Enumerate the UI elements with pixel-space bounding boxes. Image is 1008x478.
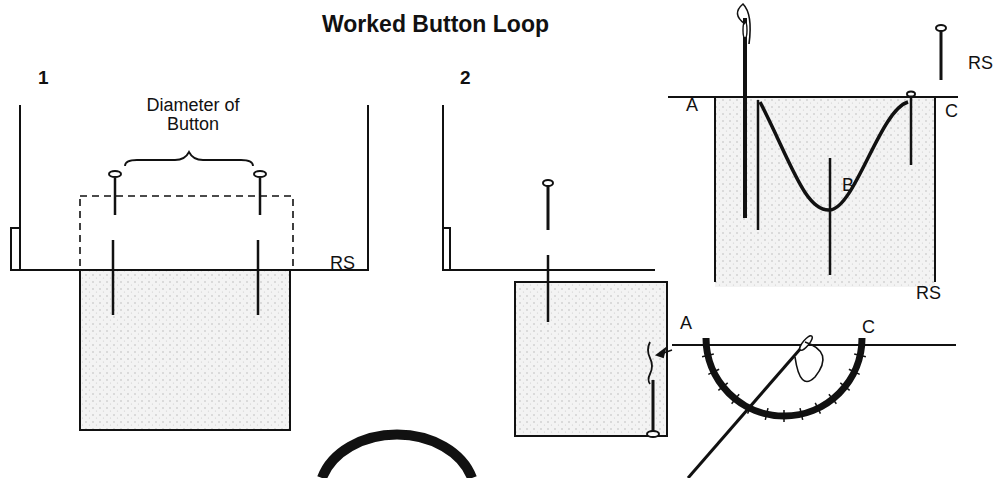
stitch-tick [708,369,719,374]
stitch-tick [829,394,836,403]
side-label: RS [916,284,941,303]
dimension-label: Diameter of Button [118,96,268,134]
stitch-tick [815,403,820,414]
stitch-tick [783,410,785,422]
point-label: B [842,176,854,195]
stitch-tick [732,394,739,403]
title: Worked Button Loop [322,12,549,36]
stitch-tick [854,354,866,357]
point-label: A [686,96,698,115]
stitch-tick [800,408,803,420]
step-number: 1 [38,68,49,88]
step-number: 2 [460,68,471,88]
stitch-tick [840,383,849,390]
stitch-tick [765,408,768,420]
point-label: C [862,318,875,337]
stitch-tick [718,383,727,390]
side-label: RS [968,54,993,73]
side-label: RS [330,254,355,273]
stitch-tick [849,369,860,374]
stitch-tick [702,354,714,357]
point-label: A [680,314,692,333]
point-label: C [945,102,958,121]
